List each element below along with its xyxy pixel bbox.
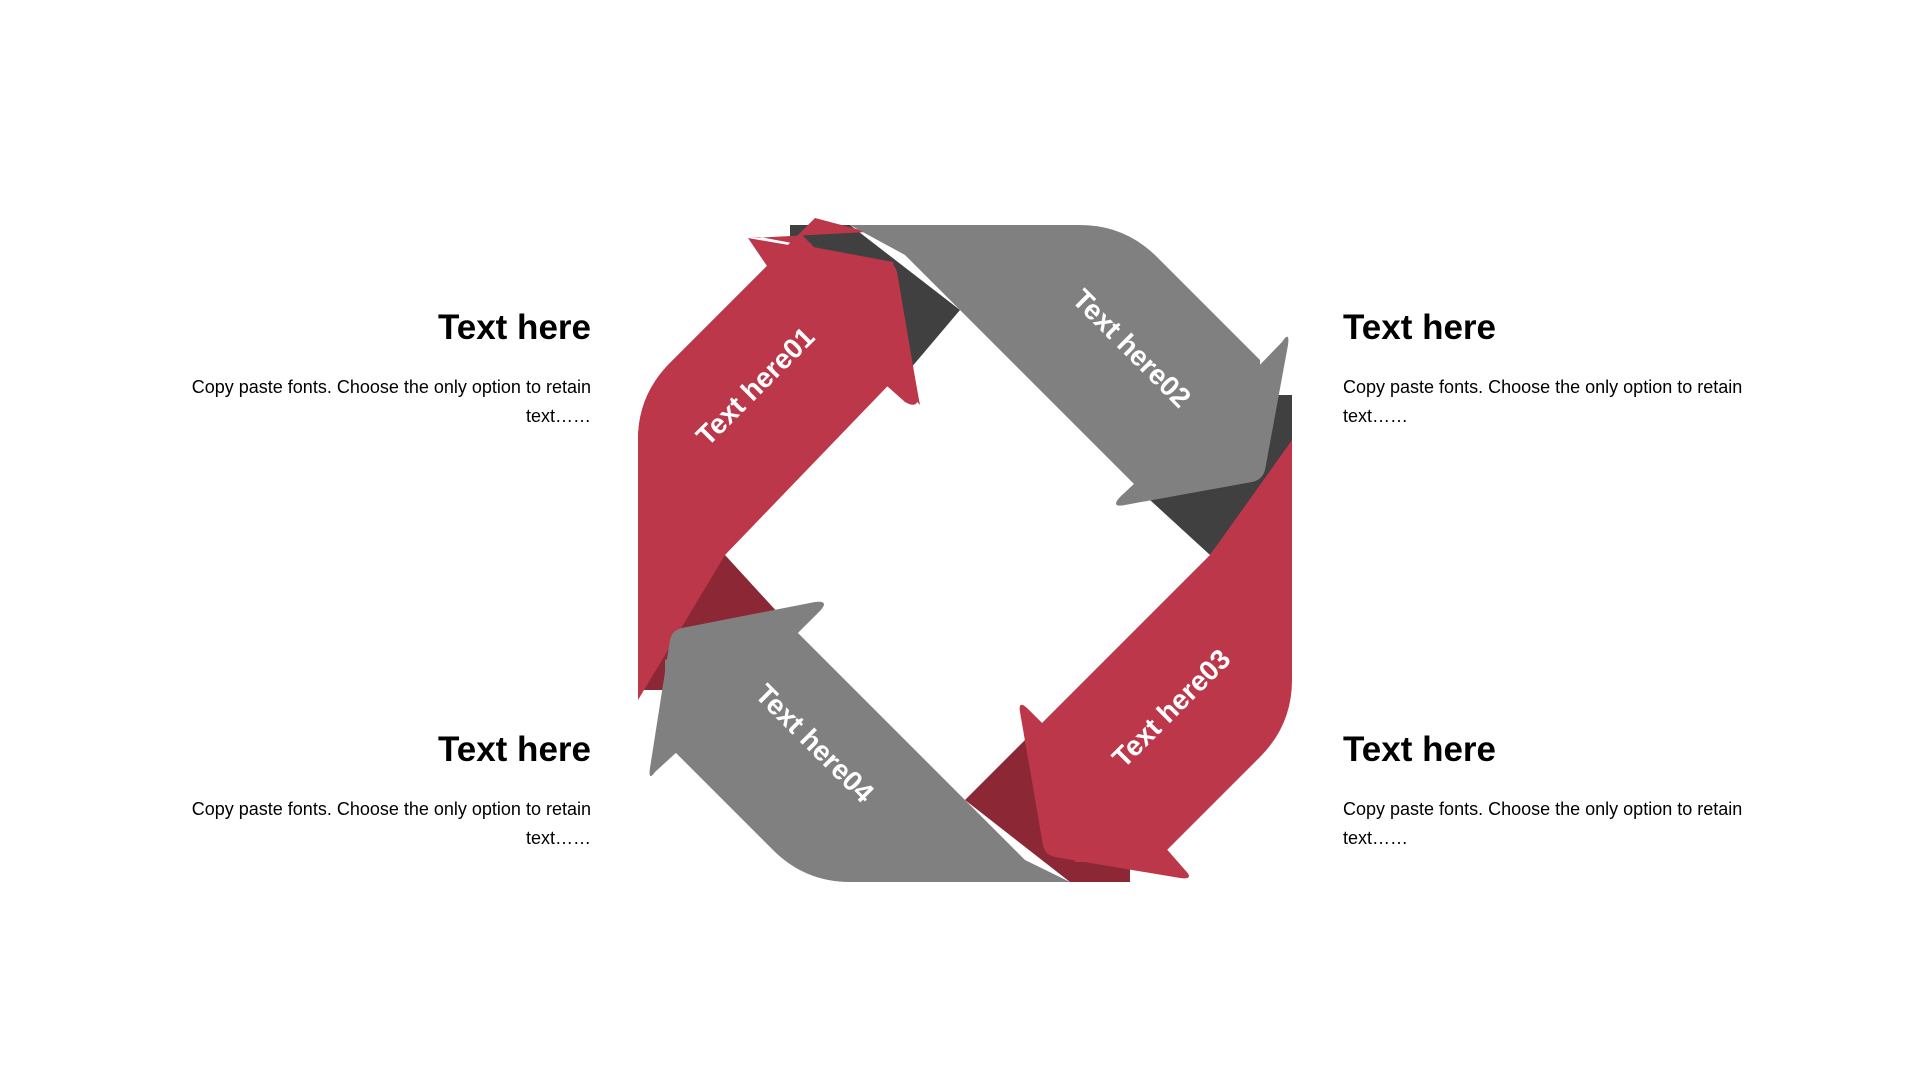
block-title: Text here (437, 730, 591, 769)
block-title: Text here (437, 308, 591, 347)
text-block-bottom-right: Text here Copy paste fonts. Choose the o… (1343, 729, 1773, 853)
block-body: Copy paste fonts. Choose the only option… (1343, 799, 1743, 848)
text-block-top-right: Text here Copy paste fonts. Choose the o… (1343, 307, 1773, 431)
arrow-04-head (649, 601, 824, 777)
arrow-02 (850, 225, 1260, 500)
arrow-03 (1025, 440, 1292, 862)
block-title: Text here (1343, 308, 1497, 347)
text-block-top-left: Text here Copy paste fonts. Choose the o… (161, 307, 591, 431)
block-body: Copy paste fonts. Choose the only option… (1343, 377, 1743, 426)
arrow-04 (665, 615, 1070, 882)
block-title: Text here (1343, 730, 1497, 769)
arrow-03-head (1019, 704, 1189, 879)
arrow-02-head (1116, 336, 1289, 506)
arrow-01-stem (638, 248, 905, 640)
block-body: Copy paste fonts. Choose the only option… (191, 377, 591, 426)
block-body: Copy paste fonts. Choose the only option… (191, 799, 591, 848)
text-block-bottom-left: Text here Copy paste fonts. Choose the o… (161, 729, 591, 853)
